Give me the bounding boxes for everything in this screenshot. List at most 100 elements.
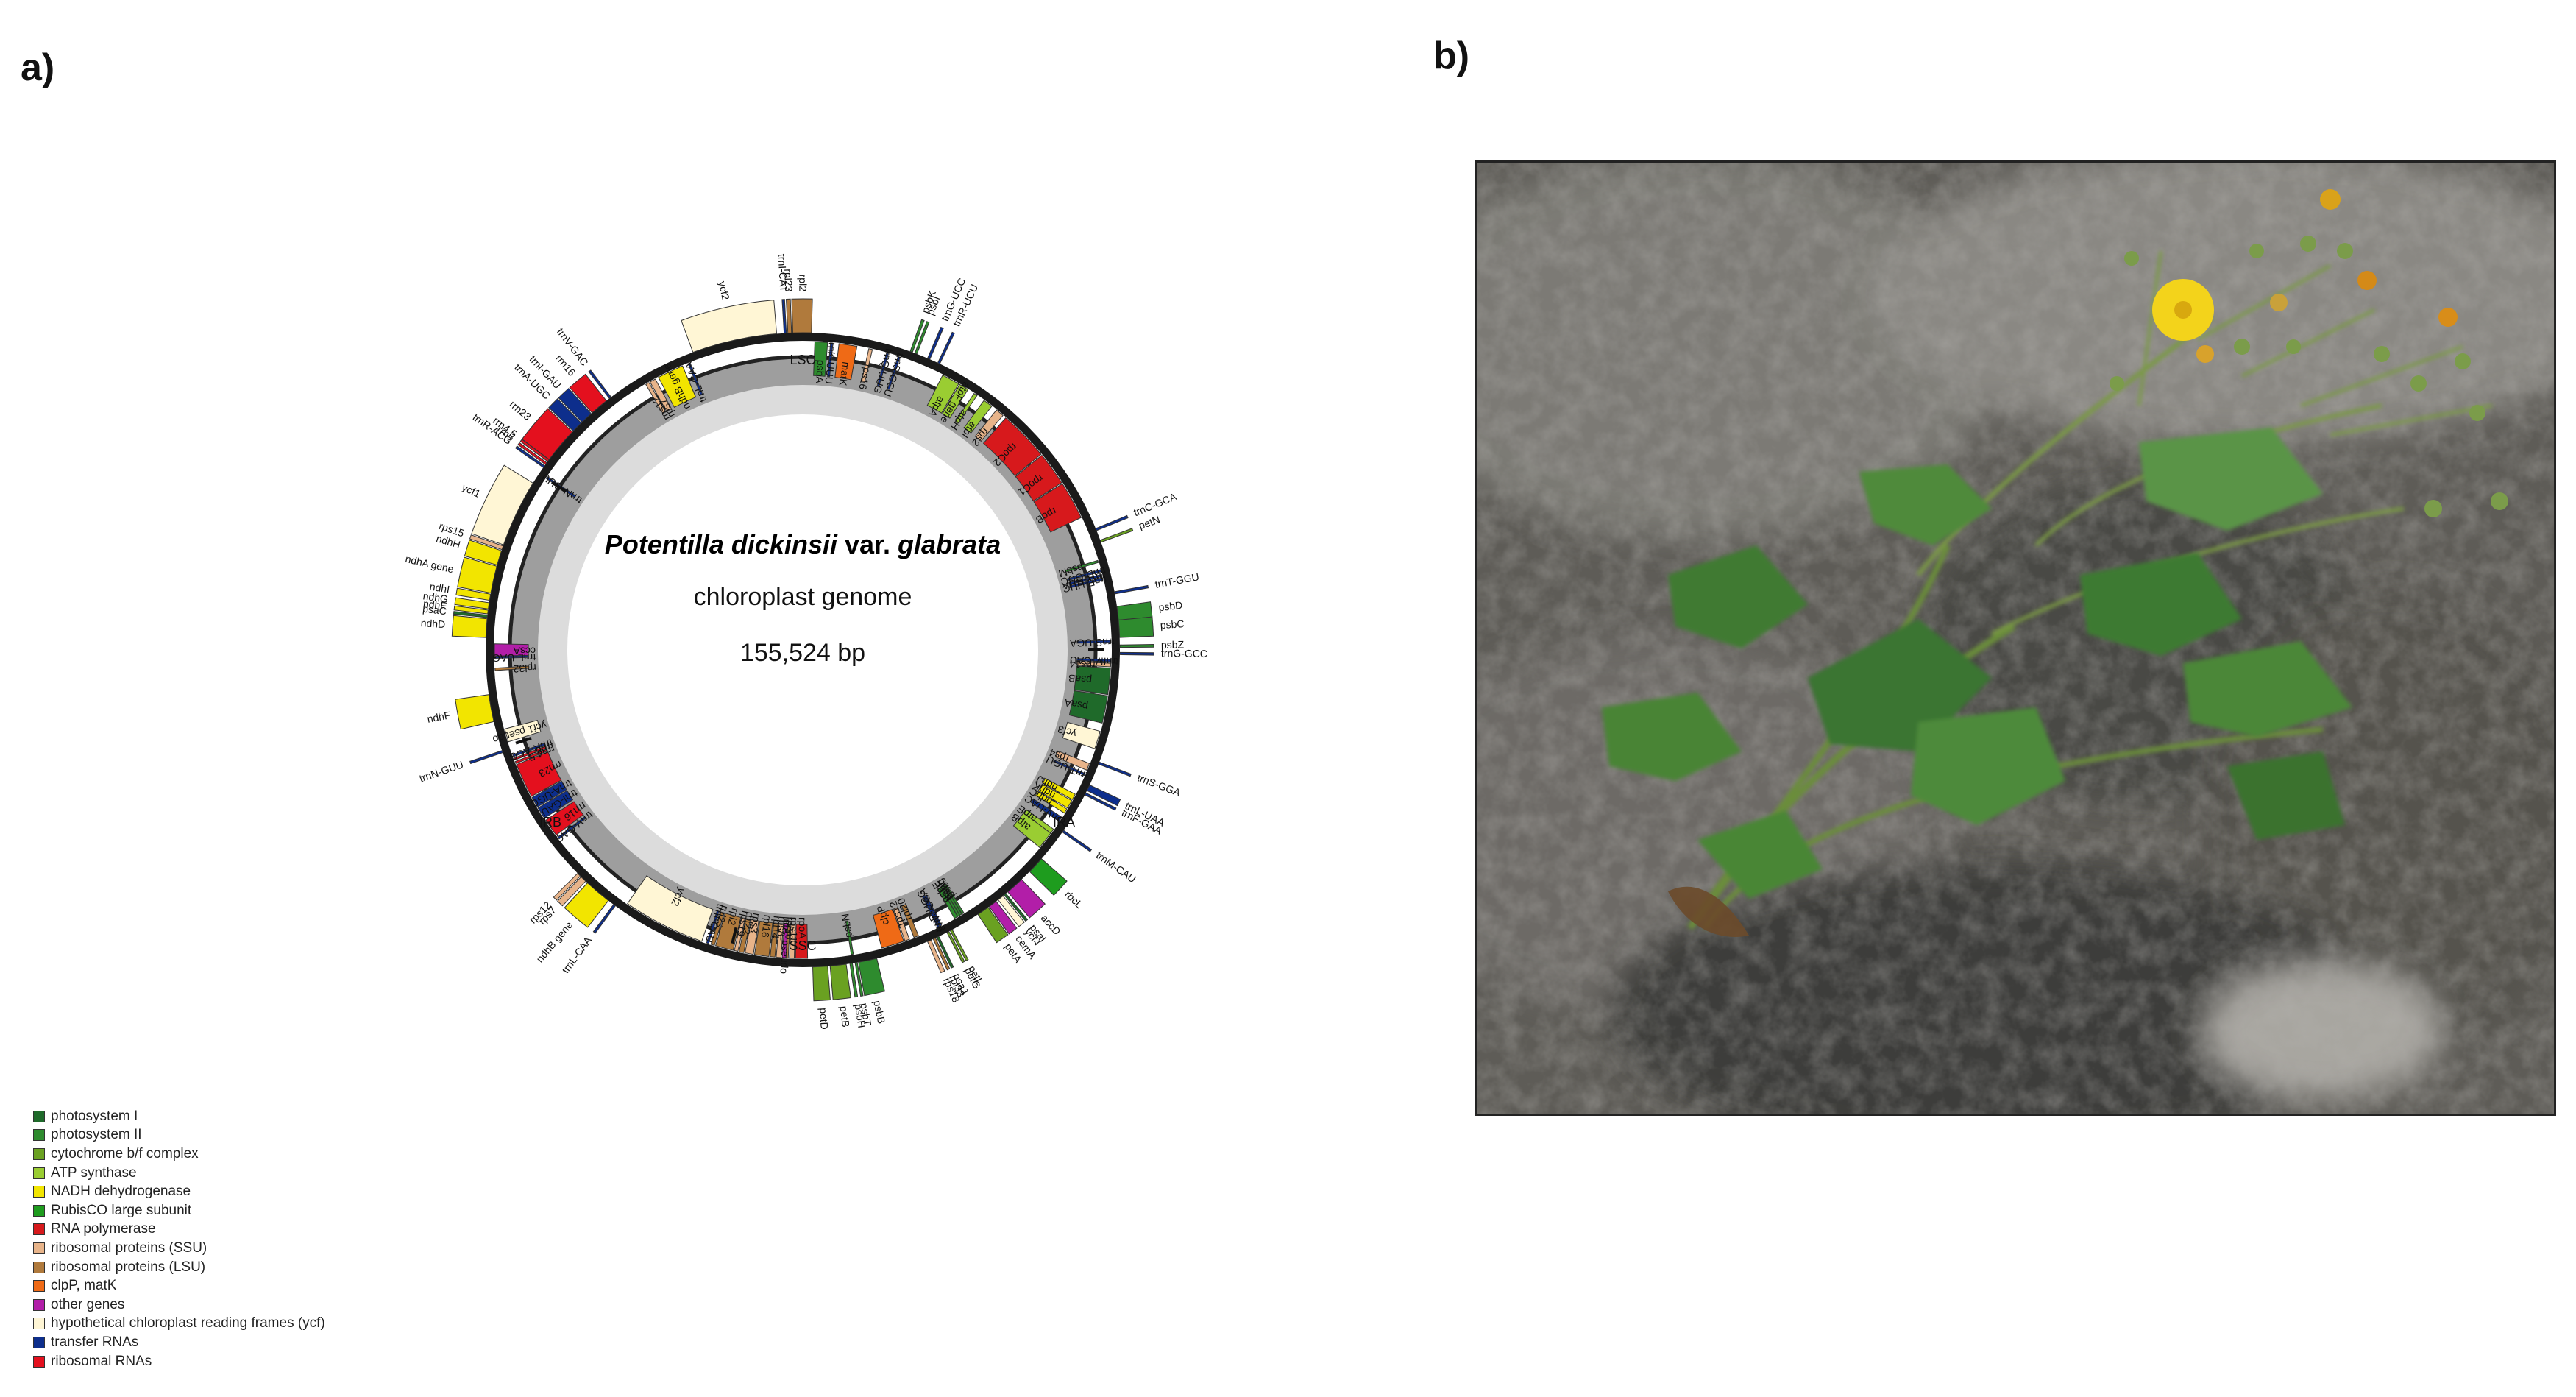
legend-item: RubisCO large subunit bbox=[33, 1201, 325, 1220]
legend-item: photosystem I bbox=[33, 1107, 325, 1126]
gene-block bbox=[569, 373, 607, 414]
gene-block bbox=[988, 900, 1018, 935]
gene-label: clpP bbox=[874, 904, 891, 927]
gene-label: rps16 bbox=[856, 363, 873, 391]
gene-label: psbD bbox=[1158, 599, 1183, 614]
gene-block bbox=[926, 939, 945, 974]
gene-label: rpl2 bbox=[797, 275, 809, 292]
gene-block bbox=[564, 882, 609, 928]
gene-block bbox=[1062, 830, 1093, 852]
species-name: Potentilla dickinsii var. glabrata bbox=[605, 529, 1001, 559]
gene-block bbox=[795, 924, 809, 959]
legend-swatch bbox=[33, 1336, 45, 1348]
plant-photo bbox=[1475, 160, 2556, 1116]
gene-block bbox=[557, 816, 586, 840]
gene-block bbox=[457, 556, 497, 594]
gene-block bbox=[813, 341, 828, 377]
gene-label: psbZ bbox=[1161, 639, 1185, 651]
gene-block bbox=[557, 876, 586, 907]
panel-label-b: b) bbox=[1433, 35, 1470, 77]
species-italic-2: glabrata bbox=[897, 529, 1001, 559]
gene-label: rps19 bbox=[734, 910, 751, 938]
gene-block bbox=[734, 917, 746, 952]
gene-block bbox=[1118, 616, 1154, 638]
gene-block bbox=[982, 417, 1042, 477]
gene-block bbox=[1095, 514, 1129, 531]
region-label-ira: IRA bbox=[1053, 815, 1075, 830]
legend-swatch bbox=[33, 1186, 45, 1198]
gene-block bbox=[553, 872, 581, 901]
gene-block bbox=[513, 746, 547, 761]
gene-block bbox=[893, 907, 910, 941]
gene-block bbox=[1069, 577, 1104, 589]
species-italic-1: Potentilla dickinsii bbox=[605, 529, 838, 559]
gene-label: psbA bbox=[814, 359, 827, 383]
gene-block bbox=[909, 319, 925, 353]
gene-block bbox=[1076, 640, 1112, 644]
gene-block bbox=[901, 904, 919, 938]
gene-block bbox=[812, 966, 831, 1002]
gene-label: psaB bbox=[1068, 672, 1092, 686]
gene-block bbox=[1114, 584, 1149, 595]
gene-block bbox=[997, 895, 1025, 927]
species-var: var. bbox=[837, 529, 898, 559]
gene-label: rpl36 bbox=[783, 916, 796, 940]
gene-label: rpl22 bbox=[740, 910, 756, 936]
gene-label: psbN bbox=[839, 913, 854, 938]
gene-block bbox=[1076, 658, 1112, 662]
gene-label: rps3 bbox=[748, 912, 764, 934]
gene-label: psbB bbox=[871, 1000, 887, 1025]
gene-label: ndhG bbox=[422, 590, 449, 605]
legend-item: photosystem II bbox=[33, 1126, 325, 1145]
gene-block bbox=[827, 342, 834, 378]
backbone-outer-line bbox=[486, 333, 1120, 967]
gene-block bbox=[512, 742, 546, 757]
legend-swatch bbox=[33, 1318, 45, 1330]
gene-block bbox=[738, 918, 751, 953]
legend-label: photosystem II bbox=[51, 1127, 142, 1143]
gene-block bbox=[1003, 893, 1029, 922]
legend-swatch bbox=[33, 1167, 45, 1179]
gene-label: matK bbox=[837, 361, 853, 387]
gene-label: trnT-GGU bbox=[1154, 570, 1200, 590]
legend-item: hypothetical chloroplast reading frames … bbox=[33, 1315, 325, 1334]
legend-swatch bbox=[33, 1129, 45, 1142]
gene-block bbox=[454, 597, 490, 609]
gene-label: rpl16 bbox=[759, 914, 774, 938]
legend-swatch bbox=[33, 1242, 45, 1254]
gene-block bbox=[710, 911, 725, 947]
gene-block bbox=[1119, 644, 1154, 648]
gene-block bbox=[936, 936, 954, 969]
gene-block bbox=[687, 362, 703, 396]
legend-swatch bbox=[33, 1355, 45, 1368]
legend-label: photosystem I bbox=[51, 1108, 138, 1124]
gene-block bbox=[453, 605, 489, 615]
gene-block bbox=[949, 929, 969, 961]
gene-block bbox=[1053, 759, 1086, 777]
gene-block bbox=[781, 299, 787, 334]
legend-item: ribosomal RNAs bbox=[33, 1352, 325, 1371]
gene-block bbox=[1067, 569, 1101, 581]
gene-block bbox=[1074, 665, 1111, 696]
gene-label: trnfM-CAU bbox=[1069, 654, 1118, 668]
plant-leaves bbox=[1602, 428, 2352, 899]
gene-block bbox=[937, 331, 955, 364]
gene-block bbox=[658, 365, 697, 409]
legend-swatch bbox=[33, 1261, 45, 1273]
legend-label: ribosomal RNAs bbox=[51, 1353, 152, 1369]
gene-block bbox=[858, 958, 885, 997]
gene-block bbox=[872, 908, 904, 949]
gene-label: trnN-GUU bbox=[418, 758, 465, 784]
legend-swatch bbox=[33, 1110, 45, 1122]
gene-label: ndhE bbox=[422, 598, 447, 612]
gene-block bbox=[548, 398, 582, 432]
legend-label: ribosomal proteins (SSU) bbox=[51, 1239, 207, 1256]
gene-block bbox=[1033, 483, 1082, 533]
gene-label: psaA bbox=[1063, 696, 1089, 712]
gene-block bbox=[876, 353, 890, 387]
gene-label: trnI-CAT bbox=[776, 253, 790, 292]
gene-label: ycf1 bbox=[461, 481, 483, 501]
gene-block bbox=[776, 923, 784, 958]
plant-flowers bbox=[2110, 189, 2508, 517]
gene-block bbox=[469, 750, 503, 765]
